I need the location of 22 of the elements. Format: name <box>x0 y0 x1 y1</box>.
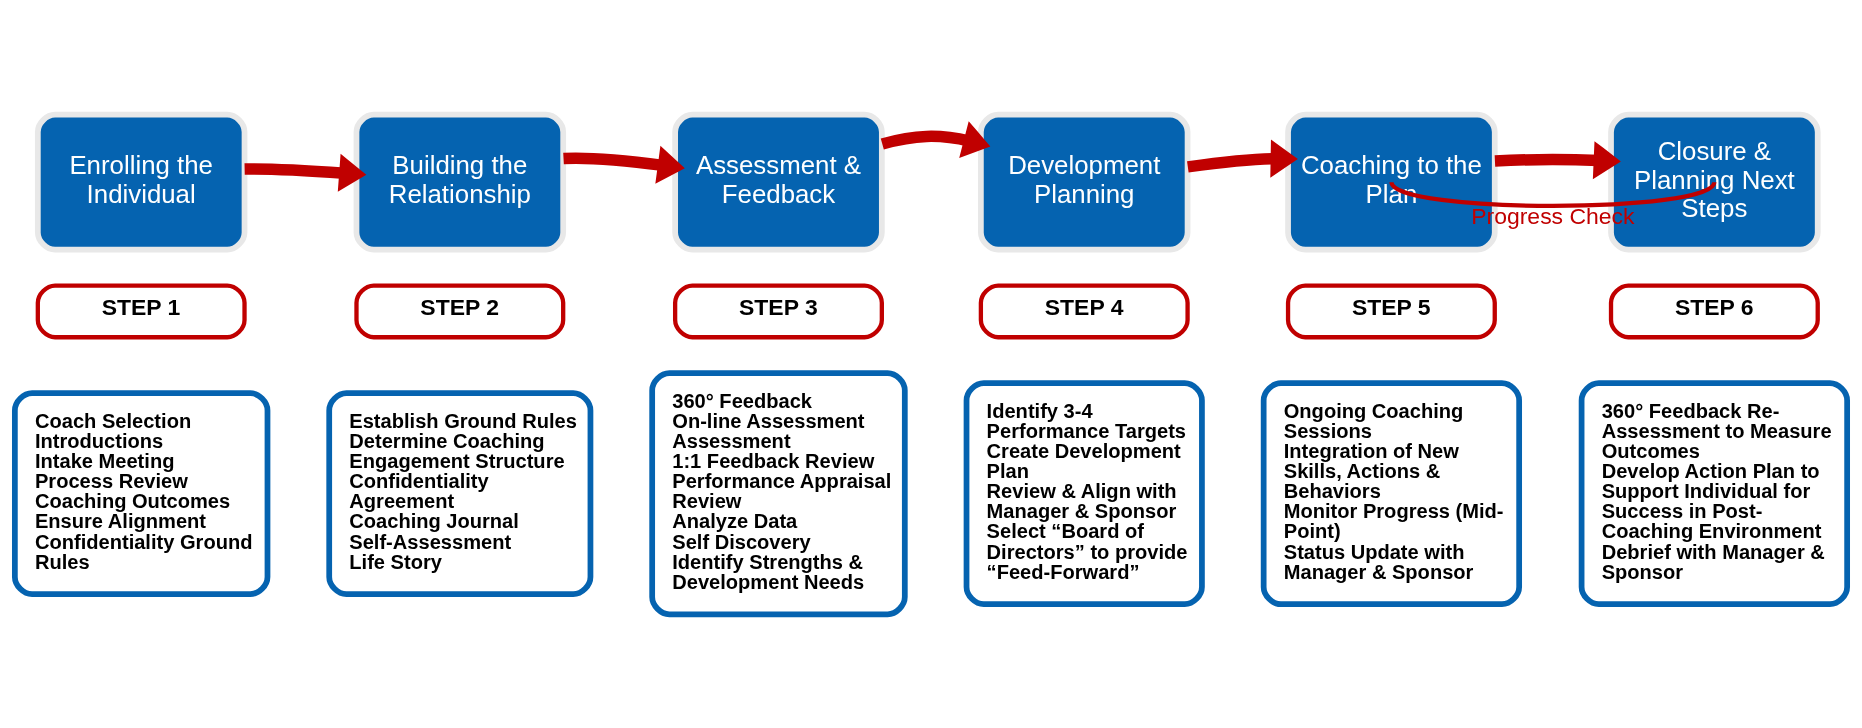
node-box: STEP 3 <box>673 282 884 339</box>
arrow <box>244 153 367 192</box>
node-box: STEP 2 <box>354 282 566 339</box>
node-box: STEP 4 <box>978 282 1190 339</box>
node-box: STEP 5 <box>1285 282 1497 339</box>
node-box: Building the Relationship <box>353 111 567 253</box>
arrow <box>563 145 685 184</box>
connector <box>1389 180 1716 208</box>
node-box: Identify 3-4 Performance Targets Create Development Plan Review & Align with Manager & Sponsor Select “Board of Directors” to provide “Feed-Forward” <box>963 379 1205 607</box>
node-box: Development Planning <box>978 111 1191 253</box>
arrow <box>880 120 991 158</box>
node-box: STEP 6 <box>1608 282 1820 339</box>
node-box: Assessment & Feedback <box>672 111 885 253</box>
node-box: Coach Selection Introductions Intake Meeting Process Review Coaching Outcomes Ensure Alignment Confidentiality Ground Rules <box>12 389 271 597</box>
node-box: Enrolling the Individual <box>34 111 248 253</box>
arrow <box>1187 139 1298 178</box>
arrow <box>1494 140 1621 179</box>
node-box: STEP 1 <box>35 282 247 339</box>
node-box: Ongoing Coaching Sessions Integration of New Skills, Actions & Behaviors Monitor Progress (Mid-Point) Status Update with Manager & Sponsor <box>1260 379 1522 607</box>
node-box: 360° Feedback On-line Assessment Assessment 1:1 Feedback Review Performance Appraisal Review Analyze Data Self Discovery Identify Strengths & Development Needs <box>649 369 908 617</box>
node-box: Establish Ground Rules Determine Coaching Engagement Structure Confidentiality Agreement Coaching Journal Self-Assessment Life Story <box>326 389 594 597</box>
node-box: 360° Feedback Re-Assessment to Measure Outcomes Develop Action Plan to Support Individual for Success in Post-Coaching Environment Debrief with Manager & Sponsor <box>1578 379 1850 607</box>
